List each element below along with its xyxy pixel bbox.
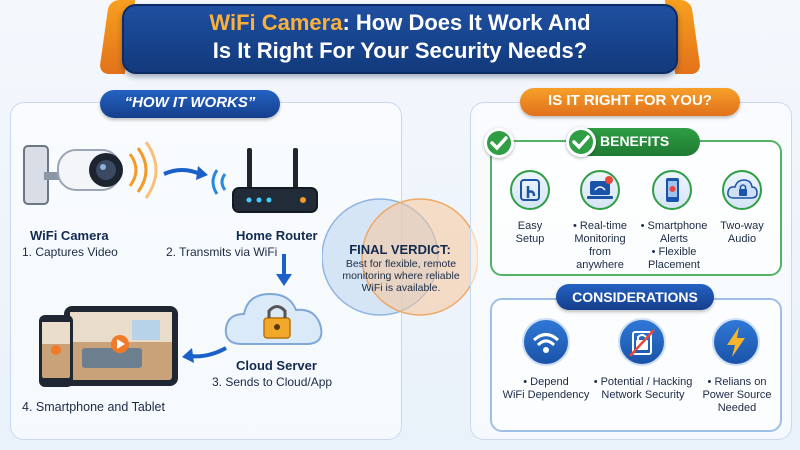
- benefit-2-line-4: anywhere: [576, 259, 624, 271]
- benefit-1-line-1: Easy: [517, 220, 543, 232]
- verdict-text: Best for flexible, remote monitoring whe…: [342, 258, 460, 294]
- benefit-4-text: Two-way Audio: [712, 220, 772, 246]
- benefit-2-line-2: Monitoring: [574, 233, 626, 245]
- camera-step: 1. Captures Video: [22, 245, 118, 259]
- tablet-icon: [62, 304, 180, 388]
- consideration-1-line-1: • Depend: [523, 376, 569, 388]
- cloud-title: Cloud Server: [236, 358, 317, 373]
- router-title: Home Router: [236, 228, 318, 243]
- consideration-2-text: • Potential / Hacking Network Security: [590, 376, 696, 402]
- arrow-router-to-cloud: [272, 252, 296, 288]
- benefit-4-line-2: Audio: [727, 233, 757, 245]
- cloud-step: 3. Sends to Cloud/App: [212, 375, 333, 389]
- how-it-works-heading: “HOW IT WORKS”: [100, 90, 280, 118]
- consideration-3-text: • Relians on Power Source Needed: [694, 376, 780, 415]
- title-banner: [122, 4, 678, 74]
- lightning-icon: [712, 318, 760, 366]
- benefit-2-text: • Real-time Monitoring from anywhere: [562, 220, 638, 272]
- benefits-heading: BENEFITS: [600, 133, 670, 149]
- arrow-camera-to-router: [160, 156, 210, 186]
- camera-title: WiFi Camera: [30, 228, 109, 243]
- consideration-1-line-2: WiFi Dependency: [502, 389, 590, 401]
- benefits-check-icon: [566, 127, 596, 157]
- benefit-2-line-3: from: [589, 246, 611, 258]
- router-icon: [205, 140, 325, 225]
- lock-hacking-icon: [618, 318, 666, 366]
- hand-tap-icon: [510, 170, 550, 210]
- verdict-title: FINAL VERDICT:: [349, 242, 451, 257]
- considerations-heading: CONSIDERATIONS: [556, 284, 714, 310]
- benefit-1-text: Easy Setup: [496, 220, 564, 246]
- consideration-2-line-1: • Potential / Hacking: [593, 376, 693, 388]
- smartphone-icon: [38, 314, 74, 388]
- benefit-3-line-1: • Smartphone: [640, 220, 708, 232]
- benefit-3-text: • Smartphone Alerts • Flexible Placement: [636, 220, 712, 272]
- consideration-3-line-3: Needed: [717, 402, 757, 414]
- arrow-cloud-to-devices: [180, 338, 230, 368]
- devices-step: 4. Smartphone and Tablet: [22, 400, 165, 414]
- right-for-you-heading: IS IT RIGHT FOR YOU?: [520, 88, 740, 116]
- benefit-3-line-3: • Flexible: [651, 246, 697, 258]
- laptop-monitor-icon: [580, 170, 620, 210]
- benefit-3-line-2: Alerts: [659, 233, 689, 245]
- consideration-2-line-2: Network Security: [601, 389, 685, 401]
- consideration-3-line-2: Power Source: [702, 389, 772, 401]
- benefit-4-line-1: Two-way: [720, 220, 764, 232]
- cloud-lock-icon: [222, 282, 332, 352]
- smartphone-alert-icon: [652, 170, 692, 210]
- consideration-1-text: • Depend WiFi Dependency: [494, 376, 598, 402]
- title-line1-rest: : How Does It Work And: [342, 10, 591, 35]
- wifi-icon: [522, 318, 570, 366]
- camera-icon: [20, 138, 160, 218]
- title-line2: Is It Right For Your Security Needs?: [212, 38, 588, 63]
- benefit-1-line-2: Setup: [515, 233, 545, 245]
- router-step: 2. Transmits via WiFi: [166, 245, 278, 259]
- page-title: WiFi Camera: How Does It Work And Is It …: [122, 9, 678, 65]
- cloud-audio-icon: [722, 170, 762, 210]
- benefit-2-line-1: • Real-time: [573, 220, 627, 232]
- title-highlight: WiFi Camera: [209, 10, 343, 35]
- benefit-3-line-4: Placement: [648, 259, 700, 271]
- check-icon: [484, 128, 514, 158]
- consideration-3-line-1: • Relians on: [707, 376, 767, 388]
- verdict-venn: [321, 192, 479, 322]
